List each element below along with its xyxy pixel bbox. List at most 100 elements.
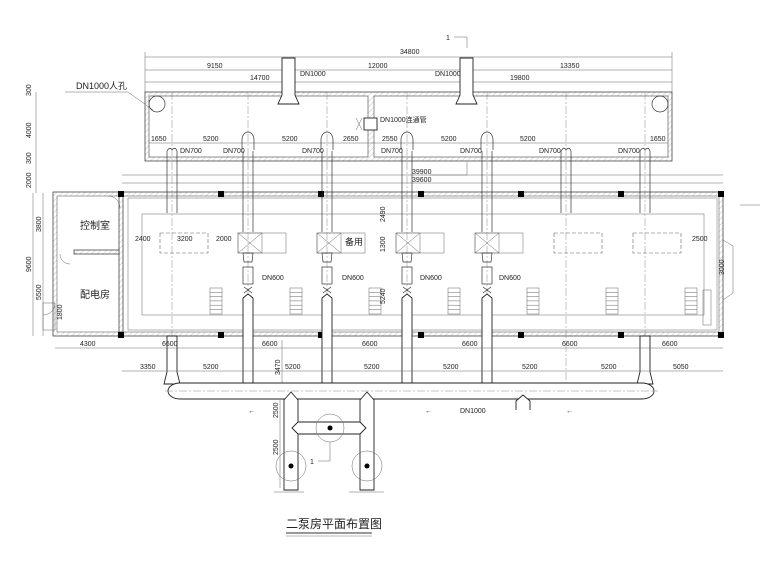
building-vertical-dimensions: 9600 3800 5500 1800 [26,193,64,336]
column [418,332,424,338]
dim-label: 2500 [692,236,708,243]
dim-label: 5500 [36,284,43,300]
ladder-icon [605,287,619,315]
pump-foundation-future [159,232,209,254]
suction-pipe-label: DN700 [618,148,640,155]
dim-label: 39900 [412,169,432,176]
pump-inlet [321,213,333,232]
dim-label: 5200 [203,136,219,143]
dim-label: 5240 [380,288,387,304]
check-valve [242,266,254,285]
column [418,191,424,197]
column [618,332,624,338]
column [318,332,324,338]
pump-base [553,232,603,254]
left-vertical-dimensions: 300 4000 300 2000 [26,84,37,193]
manhole-icon [148,95,166,113]
suction-pipe-label: DN700 [180,148,202,155]
suction-pipe-label: DN700 [302,148,324,155]
dim-label: 5200 [601,364,617,371]
inlet-pipe-right [455,57,478,105]
pump-base [159,232,209,254]
pump-house: 控制室 配电房 备用 2400 3200 2000 2500 DN600 DN6… [42,191,760,338]
column [518,191,524,197]
svg-text:←: ← [425,408,432,415]
dim-label: 13350 [560,63,580,70]
dim-label: 4300 [80,341,96,348]
dim-label: 6600 [462,341,478,348]
reducer [242,252,254,263]
dim-label: 5050 [673,364,689,371]
discharge-pipe [321,293,333,393]
ladder-icon [526,287,540,315]
dim-label: 6600 [262,341,278,348]
ladder-icon [447,287,461,315]
dim-label: 5200 [203,364,219,371]
column [518,332,524,338]
header-branch-stub [515,394,531,410]
dim-label: 9600 [26,256,33,272]
suction-pipe [560,151,572,213]
dim-label: 1650 [650,136,666,143]
dim-label: 4000 [26,122,33,138]
dim-label: 39600 [412,177,432,184]
dim-label: 2400 [135,236,151,243]
dim-label: 5200 [364,364,380,371]
dim-label: 5200 [443,364,459,371]
discharge-pipe-label: DN600 [342,275,364,282]
discharge-pipe [242,293,254,393]
column [118,332,124,338]
valve-detail-circle [275,450,307,482]
dim-label: 2500 [273,439,280,455]
pump-inlet [401,213,413,232]
suction-pipe [166,151,178,213]
inlet-pipe-label: DN1000 [435,71,461,78]
suction-bellmouth [241,131,255,150]
motor-cross [316,232,342,254]
dim-label: 6600 [162,341,178,348]
ladder-icon [684,287,698,315]
discharge-pipe-label: DN600 [420,275,442,282]
check-valve [401,266,413,285]
dim-label: 2000 [216,236,232,243]
dim-top-total: 34800 [400,49,420,56]
suction-pipe [401,151,413,213]
suction-pipe-label: DN700 [539,148,561,155]
dim-label: 5200 [520,136,536,143]
check-valve [481,266,493,285]
dim-label: 3350 [140,364,156,371]
suction-pipe [321,151,333,213]
suction-bellmouth [400,131,414,150]
section-mark-label: 1 [446,35,450,42]
clear-water-tank: DN1000人孔 DN1000连通管 1650 5200 5200 2650 2… [65,57,673,162]
dim-label: 1300 [380,236,387,252]
dim-label: 2490 [380,206,387,222]
header-end-riser [636,335,654,385]
dim-label: 14700 [250,75,270,82]
column [318,191,324,197]
inlet-pipe-left [277,57,300,105]
dim-label: 2550 [382,136,398,143]
standby-label: 备用 [345,236,363,248]
dim-label: 300 [26,152,33,164]
gate-valve [243,286,253,294]
dim-label: 3800 [36,216,43,232]
discharge-pipe-label: DN600 [499,275,521,282]
check-valve [321,266,333,285]
connecting-pipe-valve [363,117,378,131]
building-length-dimensions: 39900 39600 [122,162,723,184]
drawing-title: 二泵房平面布置图 [286,516,382,531]
suction-pipe [242,151,254,213]
dim-label: 300 [26,84,33,96]
dim-label: 3000 [719,259,726,275]
manhole-label: DN1000人孔 [76,81,127,91]
svg-text:←: ← [566,408,573,415]
detail-mark-label: 1 [310,459,314,466]
ladder-icon [209,287,223,315]
connecting-pipe-label: DN1000连通管 [380,115,427,124]
dim-label: 5200 [282,136,298,143]
dim-label: 6600 [362,341,378,348]
column [218,332,224,338]
pump-foundation-future [632,232,682,254]
